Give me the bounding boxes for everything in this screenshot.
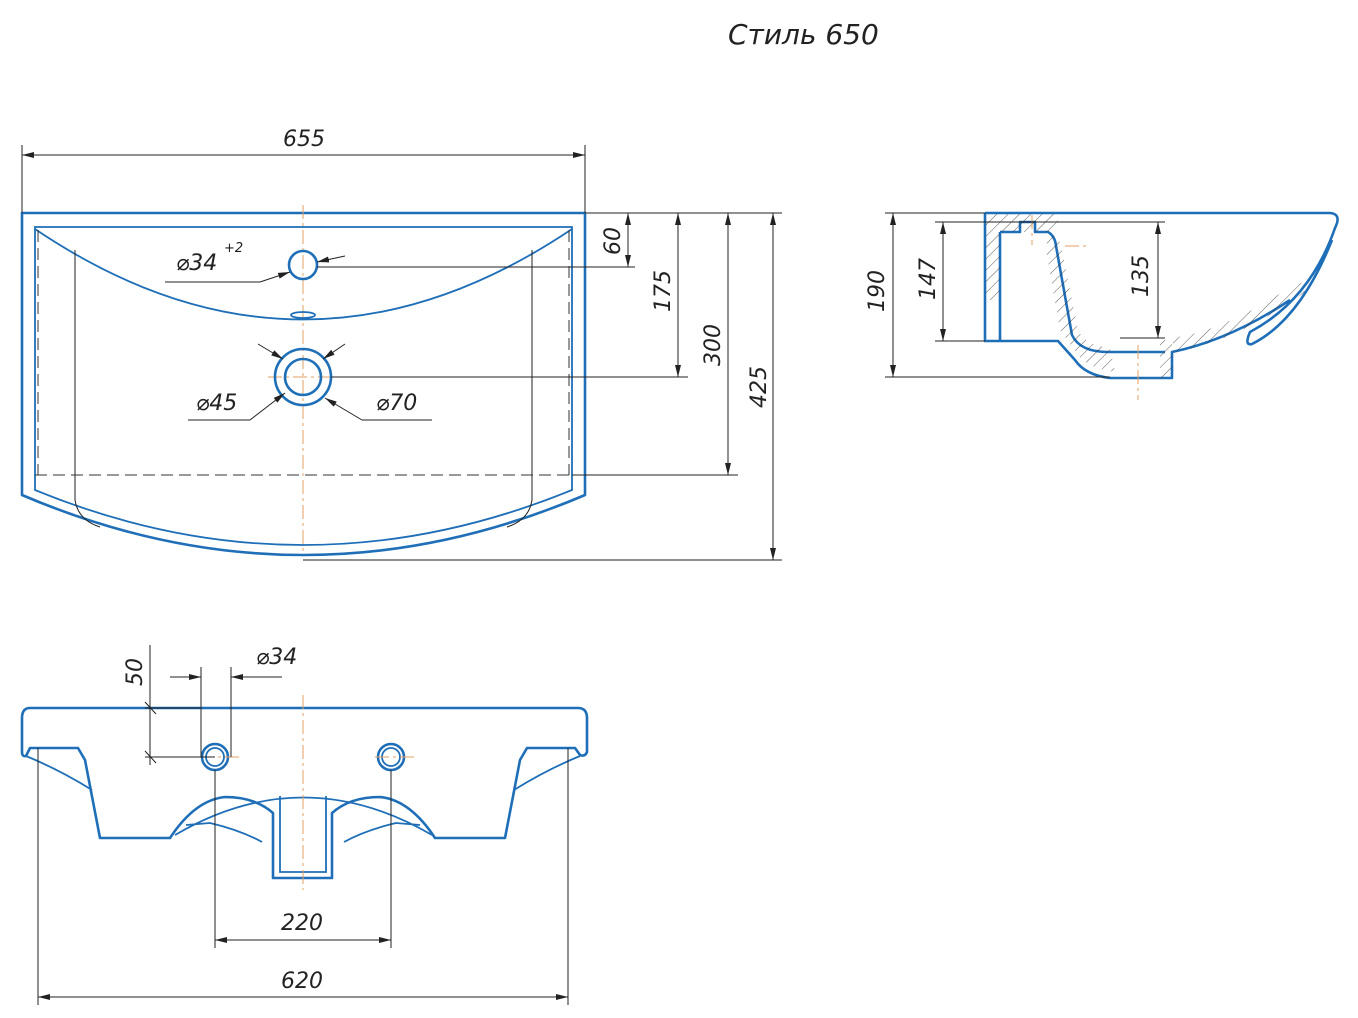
dim-190: 190 xyxy=(865,270,890,312)
dim-220: 220 xyxy=(281,911,323,936)
top-outer-outline xyxy=(20,211,587,557)
dim-hole-front: ⌀34 xyxy=(256,645,297,670)
top-view: 655 ⌀34 +2 ⌀45 ⌀70 60 175 300 425 xyxy=(20,127,782,561)
front-outline xyxy=(20,706,589,880)
side-section-view: 190 147 135 xyxy=(865,211,1339,400)
dim-tap-hole: ⌀34 xyxy=(176,251,217,276)
dim-620: 620 xyxy=(281,969,323,994)
dim-147: 147 xyxy=(916,258,941,300)
dim-50: 50 xyxy=(123,658,148,686)
dim-135: 135 xyxy=(1129,255,1154,297)
dim-60: 60 xyxy=(601,227,626,255)
dim-655: 655 xyxy=(283,127,325,152)
dim-drain-outer: ⌀70 xyxy=(376,391,417,416)
drain-inner xyxy=(283,357,323,397)
dim-tap-hole-tolerance: +2 xyxy=(224,241,243,256)
dim-300: 300 xyxy=(701,324,726,366)
overflow-slot xyxy=(290,311,316,319)
tap-hole xyxy=(287,249,319,281)
dim-175: 175 xyxy=(651,270,676,312)
dim-425: 425 xyxy=(747,366,772,408)
dim-drain-inner: ⌀45 xyxy=(196,391,237,416)
drawing-title: Стиль 650 xyxy=(728,18,879,51)
bowl-top-edge xyxy=(34,228,573,321)
bowl-side-lines xyxy=(74,250,533,528)
front-view: 50 ⌀34 220 620 xyxy=(20,645,589,1005)
